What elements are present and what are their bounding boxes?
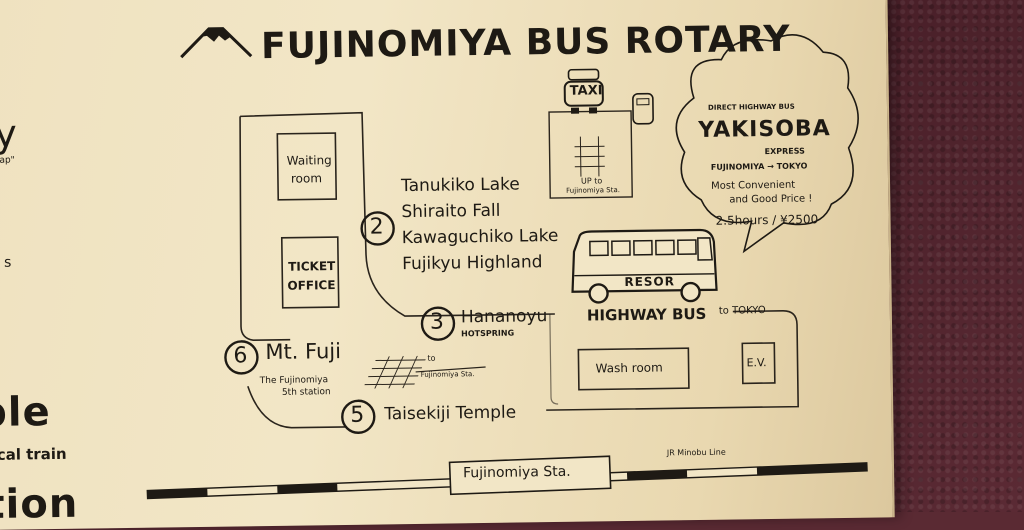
- stop-3-name: Hananoyu: [461, 306, 548, 327]
- stop-5-name: Taisekiji Temple: [384, 403, 516, 425]
- ticket-office-label-2: OFFICE: [287, 278, 335, 293]
- stop-6-number: 6: [233, 343, 247, 368]
- bus-sign-text: RESOR: [624, 274, 675, 289]
- bubble-express: EXPRESS: [765, 147, 805, 157]
- stop-5-number: 5: [350, 403, 364, 428]
- stop-2-dest-3: Kawaguchiko Lake: [402, 226, 559, 248]
- bubble-tag-1: Most Convenient: [711, 180, 795, 192]
- ticket-office-label-1: TICKET: [288, 259, 335, 274]
- station-name: Fujinomiya Sta.: [463, 464, 571, 482]
- ev-label: E.V.: [746, 356, 766, 369]
- left-edge-map: map": [0, 156, 15, 166]
- mountain-icon: [181, 28, 251, 57]
- stop-2-dest-2: Shiraito Fall: [401, 201, 500, 222]
- left-edge-tion: tion: [0, 481, 79, 528]
- bubble-price: 2.5hours / ¥2500: [715, 212, 818, 227]
- page-title: FUJINOMIYA BUS ROTARY: [261, 19, 791, 67]
- bubble-tag-2: and Good Price !: [729, 193, 812, 205]
- crosswalk-to: to: [427, 354, 435, 363]
- taxi-up-to-station: Fujinomiya Sta.: [566, 186, 620, 195]
- wash-room-label: Wash room: [596, 361, 663, 376]
- left-edge-ple: ple: [0, 389, 51, 436]
- stop-2-dest-1: Tanukiko Lake: [401, 174, 520, 196]
- waiting-room-label-2: room: [291, 171, 322, 185]
- taxi-label: TAXI: [570, 83, 603, 98]
- rotary-edge-inner: [550, 314, 558, 404]
- car-icon: [633, 94, 653, 124]
- crosswalk-station: Fujinomiya Sta.: [421, 370, 475, 379]
- bubble-top: DIRECT HIGHWAY BUS: [708, 103, 795, 112]
- left-edge-train: cal train: [0, 445, 67, 464]
- bus-icon: [572, 230, 717, 303]
- stop-6-name: Mt. Fuji: [265, 339, 341, 364]
- stop-6-sub-1: The Fujinomiya: [260, 375, 328, 386]
- stop-2-number: 2: [369, 214, 383, 239]
- highway-bus-label: HIGHWAY BUS: [587, 305, 707, 325]
- bubble-name: YAKISOBA: [698, 116, 831, 143]
- left-edge-s: s: [4, 255, 12, 271]
- stop-3-sub: HOTSPRING: [461, 329, 514, 339]
- highway-bus-to: to TOKYO: [719, 305, 766, 317]
- map-poster: FUJINOMIYA BUS ROTARY Waiting room TICKE…: [0, 0, 895, 530]
- stop-2-dest-4: Fujikyu Highland: [402, 252, 543, 274]
- waiting-room-label-1: Waiting: [287, 153, 332, 168]
- bubble-route: FUJINOMIYA → TOKYO: [711, 161, 808, 171]
- stop-6-sub-2: 5th station: [282, 387, 331, 398]
- left-edge-y: y: [0, 112, 17, 156]
- taxi-up-to: UP to: [581, 176, 602, 185]
- stop-3-number: 3: [430, 310, 444, 335]
- railway-line-label: JR Minobu Line: [667, 448, 726, 458]
